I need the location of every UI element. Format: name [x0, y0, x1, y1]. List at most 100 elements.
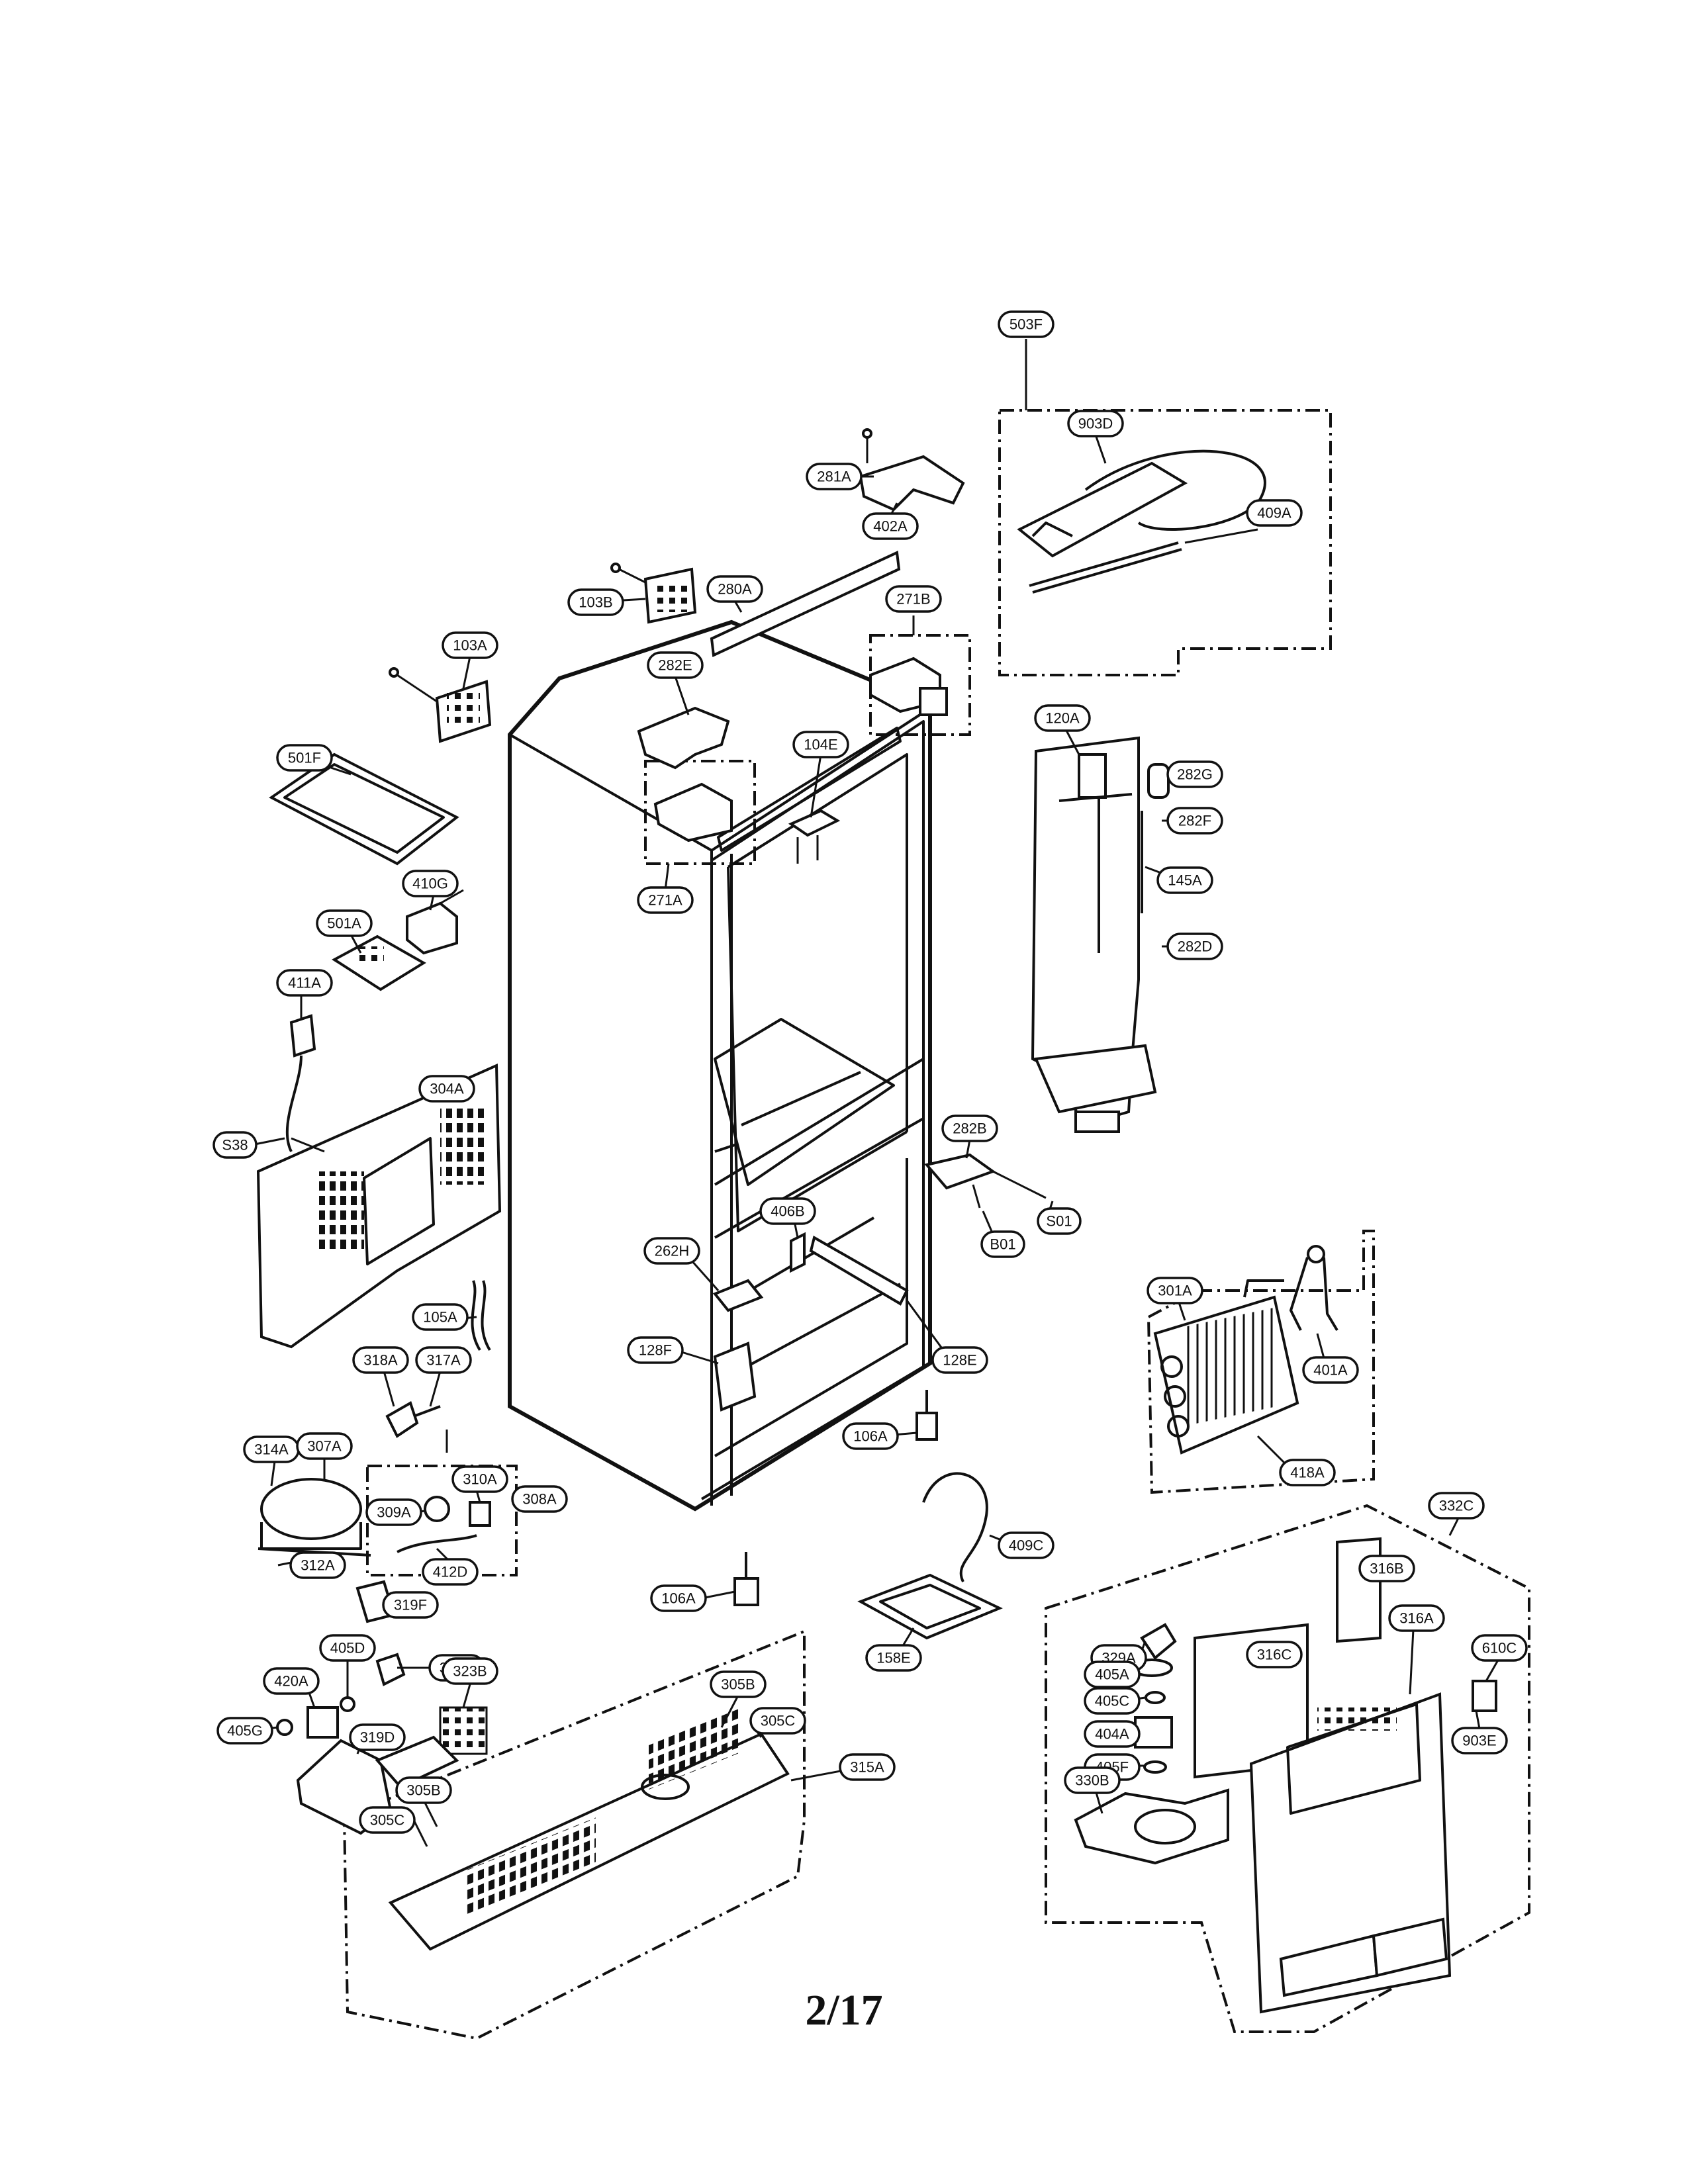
callout-oval — [511, 1485, 568, 1513]
callout-oval — [212, 1131, 258, 1159]
callout-label: 103B — [579, 594, 612, 611]
callout-oval — [1067, 410, 1124, 437]
part-282E-hinge-cover — [637, 706, 730, 770]
callout-oval — [637, 886, 694, 914]
part-128E-rail — [809, 1235, 909, 1306]
callout-label: 282F — [1178, 813, 1211, 829]
callout-label: 305C — [761, 1713, 796, 1729]
callout-oval — [862, 512, 919, 540]
dashed-group-315A — [342, 1629, 806, 2040]
callout-oval — [998, 1531, 1055, 1559]
part-103A-cover — [389, 667, 492, 743]
part-304A-back-cover — [256, 1063, 502, 1349]
dashed-group-308A — [366, 1465, 518, 1576]
callout-label: 316B — [1370, 1561, 1403, 1577]
callout-label: 409A — [1257, 505, 1291, 522]
callout-label: 405D — [330, 1640, 365, 1657]
callout-128E: 128E — [931, 1346, 988, 1374]
part-412D-wire — [397, 1534, 477, 1553]
callout-oval — [842, 1422, 899, 1450]
callout-503F: 503F — [998, 310, 1055, 338]
callout-oval — [1037, 1207, 1082, 1235]
callout-label: 282G — [1177, 766, 1213, 783]
callout-104E: 104E — [792, 731, 849, 758]
callout-410G: 410G — [402, 870, 459, 897]
callout-301A: 301A — [1147, 1277, 1203, 1304]
callout-oval — [806, 463, 863, 490]
callout-oval — [1451, 1727, 1508, 1754]
callout-314A: 314A — [243, 1435, 300, 1463]
callout-oval — [749, 1707, 806, 1735]
callout-oval — [442, 1657, 498, 1685]
callout-oval — [1302, 1356, 1359, 1384]
callout-406B: 406B — [759, 1197, 816, 1225]
callout-305C: 305C — [749, 1707, 806, 1735]
callout-oval — [1064, 1766, 1121, 1794]
part-315A-base-plate — [388, 1706, 790, 1951]
part-610C-sensor — [1472, 1680, 1497, 1712]
callout-label: 332C — [1439, 1498, 1474, 1514]
callout-316A: 316A — [1388, 1604, 1445, 1632]
callout-label: 104E — [804, 737, 837, 753]
callout-145A: 145A — [1156, 866, 1213, 894]
callout-oval — [1166, 933, 1223, 960]
callout-label: 420A — [274, 1673, 308, 1690]
part-105A-hose — [471, 1280, 491, 1351]
callout-420A: 420A — [263, 1667, 320, 1695]
callout-501F: 501F — [276, 744, 333, 772]
callout-oval — [627, 1336, 684, 1364]
callout-501A: 501A — [316, 909, 373, 937]
callout-label: 128E — [943, 1352, 976, 1369]
callout-label: 158E — [876, 1650, 910, 1666]
callout-oval — [567, 588, 624, 616]
callout-oval — [759, 1197, 816, 1225]
callout-oval — [1034, 704, 1091, 732]
callout-312A: 312A — [289, 1551, 346, 1579]
callout-oval — [382, 1591, 439, 1619]
callout-903E: 903E — [1451, 1727, 1508, 1754]
callout-label: 318A — [363, 1352, 398, 1369]
callout-oval — [885, 585, 942, 613]
callout-oval — [359, 1806, 416, 1834]
callout-oval — [422, 1558, 479, 1586]
callout-label: 319F — [394, 1597, 427, 1614]
callout-label: 405A — [1095, 1666, 1129, 1683]
callout-label: 314A — [254, 1441, 289, 1458]
callout-282G: 282G — [1166, 760, 1223, 788]
callout-label: 310A — [463, 1471, 497, 1488]
callout-271B: 271B — [885, 585, 942, 613]
callout-405A: 405A — [1084, 1661, 1141, 1688]
callout-402A: 402A — [862, 512, 919, 540]
callout-oval — [349, 1723, 406, 1751]
callout-282F: 282F — [1166, 807, 1223, 835]
refrigerator-cabinet — [508, 619, 932, 1512]
part-307A-compressor — [258, 1478, 371, 1557]
callout-oval — [316, 909, 373, 937]
callout-oval — [395, 1776, 452, 1804]
callout-label: 501F — [288, 750, 321, 766]
callout-oval — [643, 1237, 700, 1265]
callout-405G: 405G — [216, 1717, 273, 1745]
callout-label: 105A — [423, 1309, 457, 1326]
callout-271A: 271A — [637, 886, 694, 914]
callout-282B: 282B — [941, 1115, 998, 1142]
callout-oval — [1156, 866, 1213, 894]
callout-610C: 610C — [1471, 1634, 1528, 1662]
callout-oval — [276, 744, 333, 772]
callout-S01: S01 — [1037, 1207, 1082, 1235]
callout-oval — [451, 1465, 508, 1493]
callout-307A: 307A — [296, 1432, 353, 1460]
callout-label: 282B — [953, 1120, 986, 1137]
part-316A-housing — [1249, 1692, 1452, 2014]
callout-oval — [1246, 499, 1303, 527]
callout-282E: 282E — [647, 651, 704, 679]
callout-oval — [998, 310, 1055, 338]
part-271B-hinge — [869, 657, 948, 716]
callout-label: B01 — [990, 1236, 1015, 1253]
part-405F-grommet — [1143, 1760, 1167, 1774]
part-310A-overload — [469, 1501, 491, 1527]
callout-323B: 323B — [442, 1657, 498, 1685]
callout-B01: B01 — [980, 1230, 1025, 1258]
callout-label: 312A — [301, 1557, 335, 1574]
callout-label: 271B — [896, 591, 930, 608]
